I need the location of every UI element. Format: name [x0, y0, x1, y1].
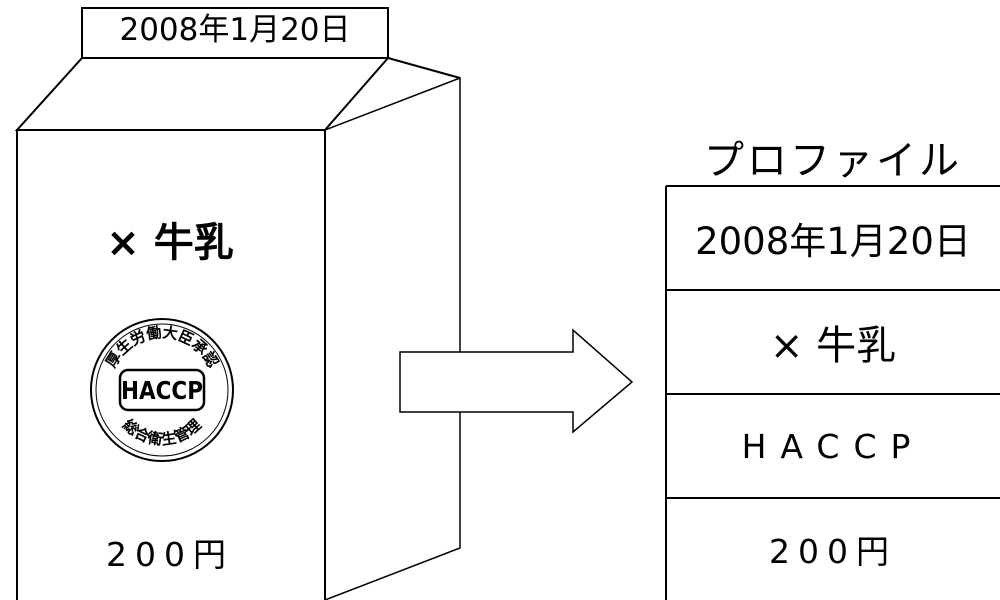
- milk-carton: [14, 7, 461, 600]
- profile-table: [665, 185, 1000, 600]
- right-arrow: [399, 328, 634, 434]
- haccp-seal: 厚生労働大臣承認 HACCP 総合衛生管理: [90, 318, 234, 462]
- seal-top-text: 厚生労働大臣承認: [102, 323, 222, 370]
- carton-roof-edge: [387, 57, 461, 79]
- profile-row-price: 200円: [769, 532, 897, 571]
- carton-product-name: × 牛乳: [106, 220, 234, 266]
- seal-center-text: HACCP: [121, 376, 203, 405]
- profile-row-certification: HACCP: [741, 426, 925, 466]
- carton-date: 2008年1月20日: [119, 12, 351, 48]
- profile-row-product: × 牛乳: [769, 323, 897, 369]
- carton-price: 200円: [106, 535, 234, 574]
- profile-row-date: 2008年1月20日: [695, 220, 971, 263]
- seal-bottom-text: 総合衛生管理: [119, 416, 205, 449]
- carton-roof: [14, 57, 391, 131]
- profile-title: プロファイル: [704, 138, 962, 184]
- carton-side-face: [324, 76, 461, 600]
- carton-front-face: [16, 129, 326, 600]
